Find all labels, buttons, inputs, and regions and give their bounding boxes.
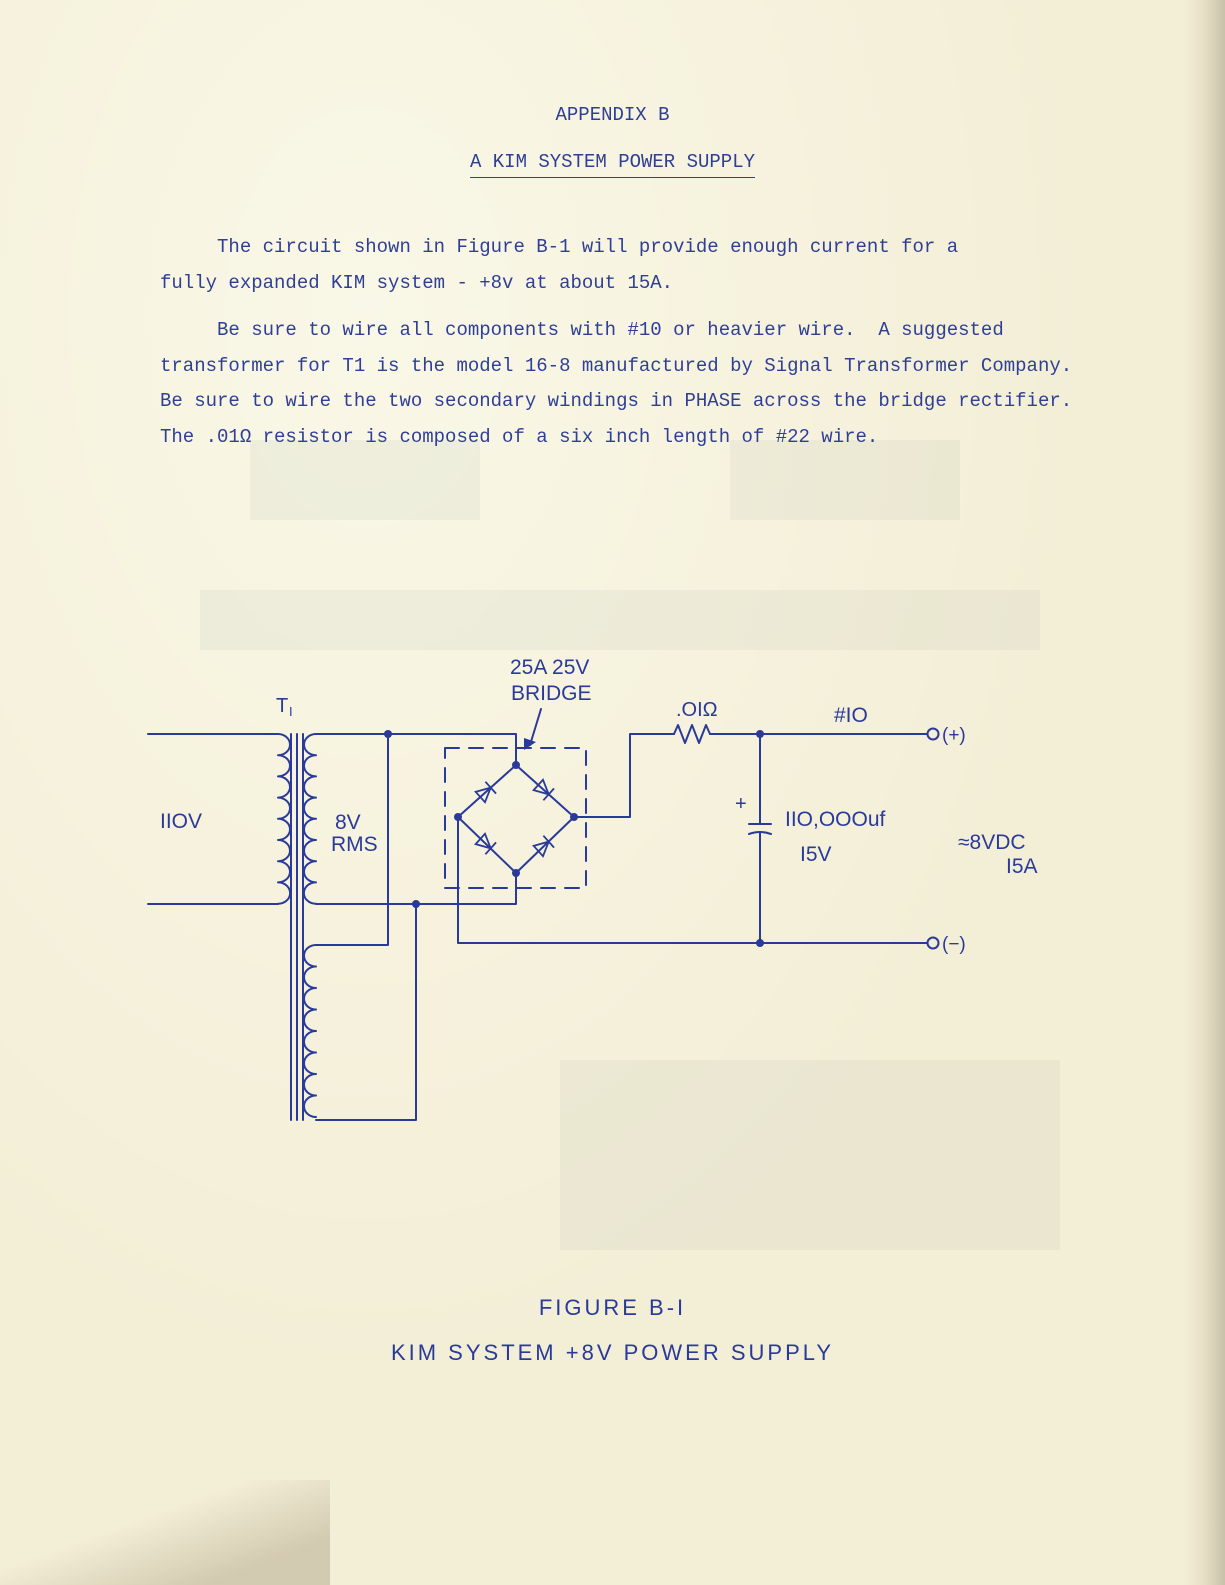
terminal-negative-label: (−)	[942, 934, 966, 955]
diode-icon	[473, 832, 497, 855]
bleed-through-shadow	[200, 590, 1040, 650]
paragraph-line: The circuit shown in Figure B-1 will pro…	[160, 236, 959, 258]
junction-dot	[756, 730, 764, 738]
secondary-unit-label: RMS	[331, 833, 378, 856]
wire-gauge-label: #IO	[834, 704, 868, 727]
secondary-coil-2	[303, 944, 317, 1118]
resistor	[673, 724, 711, 744]
primary-coil	[277, 733, 292, 905]
bleed-through-shadow	[250, 440, 480, 520]
terminal-positive-label: (+)	[942, 725, 966, 746]
junction-dot	[412, 900, 420, 908]
bridge-pointer-arrowhead	[524, 738, 536, 750]
figure-caption: KIM SYSTEM +8V POWER SUPPLY	[390, 1340, 835, 1365]
diode-icon	[473, 781, 497, 804]
input-voltage-label: IIOV	[160, 810, 202, 833]
paragraph-2: Be sure to wire all components with #10 …	[160, 313, 1120, 455]
paragraph-line: The .01Ω resistor is composed of a six i…	[160, 425, 879, 448]
page-corner-shadow	[0, 1480, 330, 1585]
bridge-label: BRIDGE	[511, 682, 592, 705]
wire-secondary-return	[315, 903, 417, 1121]
wire-secondary-mid	[315, 872, 517, 905]
terminal-negative	[926, 936, 940, 950]
output-voltage-label: ≈8VDC	[958, 831, 1026, 854]
junction-dot	[570, 813, 578, 821]
junction-dot	[384, 730, 392, 738]
secondary-coil-1	[302, 733, 317, 905]
capacitor-polarity: +	[735, 793, 747, 815]
document-title-text: A KIM SYSTEM POWER SUPPLY	[469, 151, 756, 178]
capacitor-voltage-label: I5V	[800, 843, 832, 866]
capacitor-value-label: IIO,OOOuf	[785, 808, 886, 831]
bridge-enclosure	[444, 747, 587, 889]
output-current-label: I5A	[1006, 855, 1038, 878]
document-title: A KIM SYSTEM POWER SUPPLY	[0, 151, 1225, 178]
terminal-positive	[926, 727, 940, 741]
bridge-diodes	[473, 778, 555, 858]
bridge-diamond	[457, 764, 575, 874]
junction-dots	[384, 730, 764, 947]
bleed-through-shadow	[730, 440, 960, 520]
appendix-heading: APPENDIX B	[555, 104, 670, 126]
paragraph-line: transformer for T1 is the model 16-8 man…	[160, 354, 1073, 377]
figure-number: FIGURE B-I	[538, 1295, 687, 1320]
bridge-rating-label: 25A 25V	[510, 656, 589, 679]
wire-secondary-top	[315, 733, 517, 766]
secondary-voltage-label: 8V	[335, 811, 361, 834]
junction-dot	[756, 939, 764, 947]
diode-icon	[531, 835, 555, 858]
transformer-label: T	[276, 695, 288, 717]
paragraph-1: The circuit shown in Figure B-1 will pro…	[160, 230, 1120, 301]
paragraph-line: Be sure to wire the two secondary windin…	[160, 390, 1073, 412]
paragraph-line: fully expanded KIM system - +8v at about…	[160, 271, 674, 294]
junction-dot	[512, 869, 520, 877]
junction-dot	[454, 813, 462, 821]
wire-bridge-positive	[573, 733, 675, 818]
junction-dot	[512, 761, 520, 769]
paragraph-line: Be sure to wire all components with #10 …	[160, 319, 1004, 341]
wire-phase-jumper	[315, 733, 389, 946]
wire-bridge-negative	[457, 816, 928, 944]
bleed-through-shadow	[560, 1060, 1060, 1250]
transformer-subscript: I	[289, 704, 293, 719]
bridge-pointer	[529, 708, 542, 746]
diode-icon	[531, 778, 555, 801]
resistor-label: .OIΩ	[676, 699, 718, 721]
